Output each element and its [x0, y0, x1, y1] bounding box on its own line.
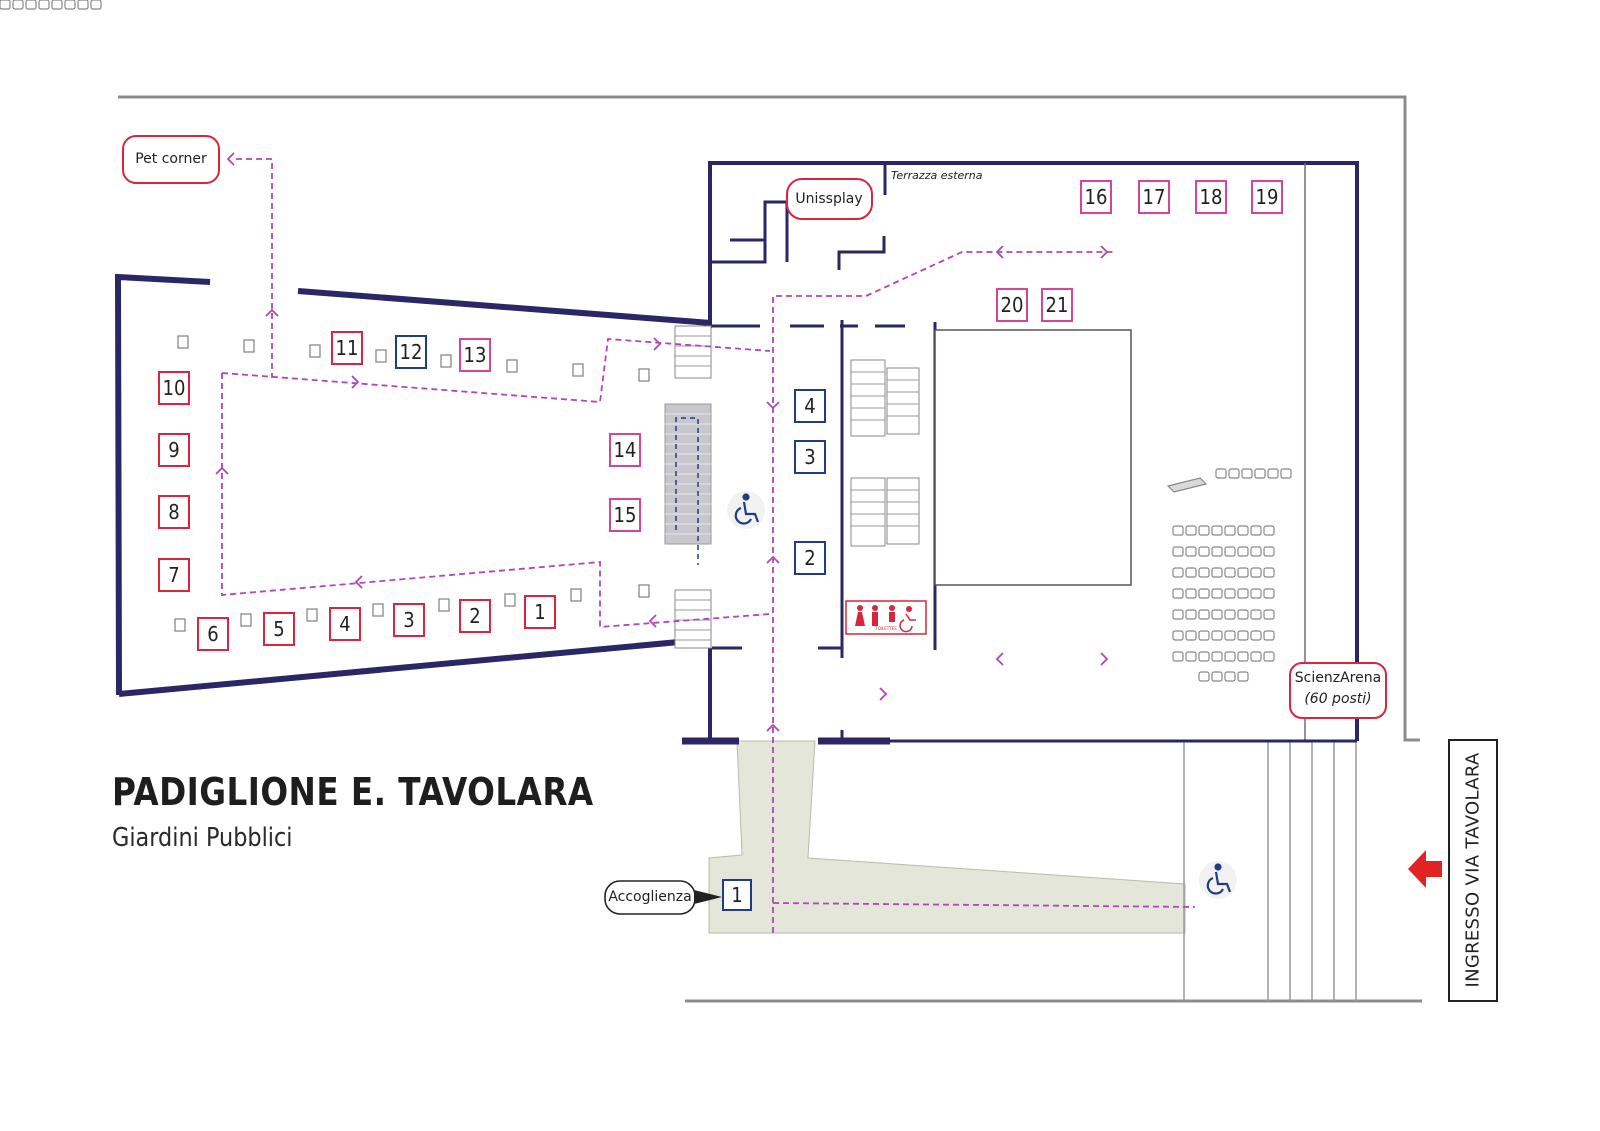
stand-pink-19: 19 [1251, 180, 1283, 214]
scienzarena-label: ScienzArena [1295, 670, 1381, 686]
entrance-plaza [708, 740, 1357, 1001]
stand-label: 6 [207, 622, 218, 646]
empty-spots [174, 335, 650, 632]
stand-pink-21: 21 [1041, 288, 1073, 322]
unissplay-callout: Unissplay [786, 178, 873, 220]
map-title: PADIGLIONE E. TAVOLARA [112, 770, 594, 814]
stand-label: 20 [1001, 293, 1024, 317]
stand-red-5: 5 [263, 612, 295, 646]
stand-label: 1 [534, 600, 545, 624]
toilet-icon: TOILETTES [845, 600, 927, 635]
path-arrows [215, 152, 1109, 732]
escalator [664, 403, 712, 565]
wheelchair-icon [727, 491, 765, 529]
stand-red-7: 7 [158, 558, 190, 592]
stand-red-8: 8 [158, 495, 190, 529]
stand-pink-17: 17 [1138, 180, 1170, 214]
stand-pink-14: 14 [609, 433, 641, 467]
stand-red-11: 11 [331, 331, 363, 365]
stand-red-3: 3 [393, 603, 425, 637]
stand-pink-18: 18 [1195, 180, 1227, 214]
wheelchair-icon [1199, 861, 1237, 899]
stand-label: 1 [731, 883, 742, 907]
stand-label: 4 [339, 612, 350, 636]
stand-label: 16 [1085, 185, 1108, 209]
stand-blue-3: 3 [794, 440, 826, 474]
unissplay-label: Unissplay [795, 191, 862, 207]
stand-pink-16: 16 [1080, 180, 1112, 214]
stands: 1 2 3 4 5 6 7 8 9 10 11 12 4 3 2 1 13 14… [158, 180, 1283, 911]
stand-label: 11 [336, 336, 359, 360]
stairs [674, 325, 920, 649]
pet-corner-label: Pet corner [135, 151, 207, 167]
auditorium [934, 329, 1132, 586]
stand-label: 2 [804, 546, 815, 570]
stair-treads [675, 335, 919, 641]
stand-label: 12 [400, 340, 423, 364]
entrance-sign [1448, 739, 1498, 1002]
stand-red-4: 4 [329, 607, 361, 641]
stand-label: 3 [804, 445, 815, 469]
stand-label: 3 [403, 608, 414, 632]
entrance-arrow-icon [1408, 850, 1442, 888]
stand-label: 2 [469, 604, 480, 628]
stand-pink-20: 20 [996, 288, 1028, 322]
stand-label: 5 [273, 617, 284, 641]
scienzarena-seats: (60 posti) [1304, 691, 1371, 707]
stand-red-6: 6 [197, 617, 229, 651]
stand-pink-15: 15 [609, 498, 641, 532]
toilet-caption: TOILETTES [874, 626, 897, 631]
stand-blue-2: 2 [794, 541, 826, 575]
stand-label: 18 [1200, 185, 1223, 209]
stand-blue-4: 4 [794, 389, 826, 423]
scienzarena-callout: ScienzArena (60 posti) [1289, 662, 1387, 719]
stand-red-2: 2 [459, 599, 491, 633]
stand-label: 7 [168, 563, 179, 587]
stand-blue-1: 1 [722, 879, 752, 911]
stand-label: 9 [168, 438, 179, 462]
stand-label: 21 [1046, 293, 1069, 317]
stand-label: 8 [168, 500, 179, 524]
stand-label: 15 [614, 503, 637, 527]
stand-label: 19 [1256, 185, 1279, 209]
stand-label: 4 [804, 394, 815, 418]
visitor-path [221, 158, 1196, 933]
terrazza-label: Terrazza esterna [891, 169, 983, 182]
stand-label: 14 [614, 438, 637, 462]
stand-label: 17 [1143, 185, 1166, 209]
stand-blue-12: 12 [395, 335, 427, 369]
stand-label: 13 [464, 343, 487, 367]
stand-red-10: 10 [158, 371, 190, 405]
stand-red-1: 1 [524, 595, 556, 629]
west-wing-walls [114, 273, 712, 697]
outer-boundary [118, 95, 1422, 1003]
scienzarena-seating [0, 0, 1292, 682]
accoglienza-callout: Accoglienza [604, 880, 722, 915]
main-building-walls [682, 161, 1359, 745]
stand-pink-13: 13 [459, 338, 491, 372]
accoglienza-label: Accoglienza [608, 889, 691, 905]
entrance-label: INGRESSO VIA TAVOLARA [1462, 752, 1484, 988]
pet-corner-callout: Pet corner [122, 135, 220, 184]
map-subtitle: Giardini Pubblici [112, 823, 293, 853]
stand-label: 10 [163, 376, 186, 400]
stand-red-9: 9 [158, 433, 190, 467]
